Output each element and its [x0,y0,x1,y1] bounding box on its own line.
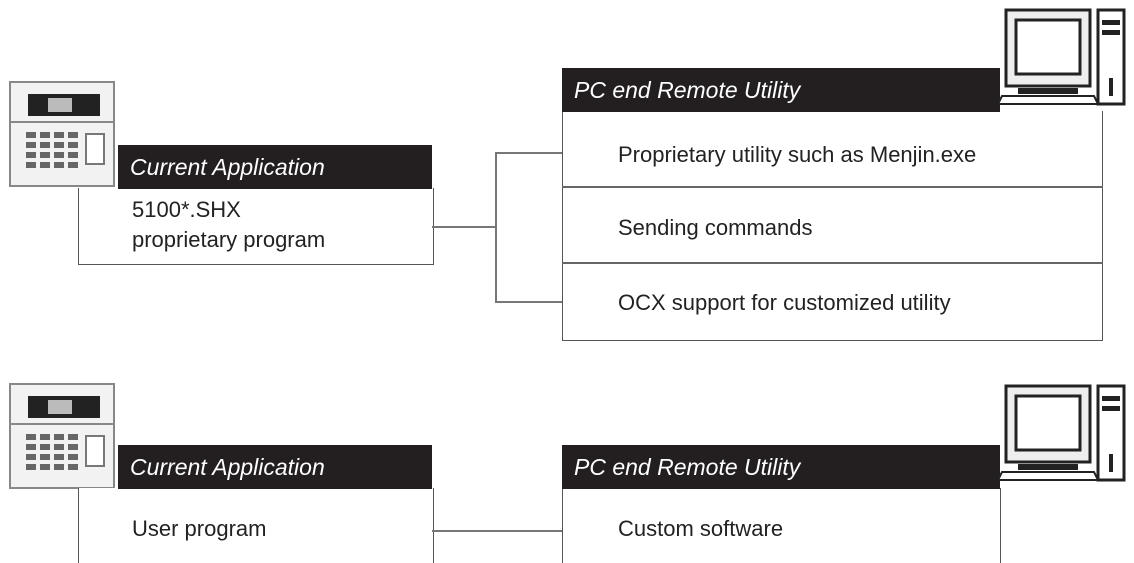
access-control-terminal-icon [9,81,115,187]
bottom-pc-header: PC end Remote Utility [562,445,1000,489]
access-control-terminal-icon [9,383,115,489]
top-pc-row-2: Sending commands [618,215,813,240]
bottom-connector [432,530,563,532]
top-connector-main [432,226,496,228]
top-connector-row3 [495,301,563,303]
top-pc-row-separator-1 [562,186,1103,188]
top-pc-row-3: OCX support for customized utility [618,290,951,315]
top-device-header: Current Application [118,145,432,189]
top-device-line-1: 5100*.SHX [132,197,241,222]
top-connector-vertical [495,152,497,302]
top-pc-row-separator-2 [562,262,1103,264]
top-connector-row1 [495,152,563,154]
top-pc-header: PC end Remote Utility [562,68,1000,112]
bottom-device-box [78,488,434,563]
top-pc-row-1: Proprietary utility such as Menjin.exe [618,142,977,167]
desktop-computer-icon [996,384,1126,482]
top-device-box [78,188,434,265]
desktop-computer-icon [996,8,1126,106]
top-device-line-2: proprietary program [132,227,326,252]
top-pc-box [562,111,1103,341]
bottom-pc-row: Custom software [618,516,784,541]
bottom-device-line: User program [132,516,267,541]
bottom-device-header: Current Application [118,445,432,489]
bottom-pc-box [562,488,1001,563]
